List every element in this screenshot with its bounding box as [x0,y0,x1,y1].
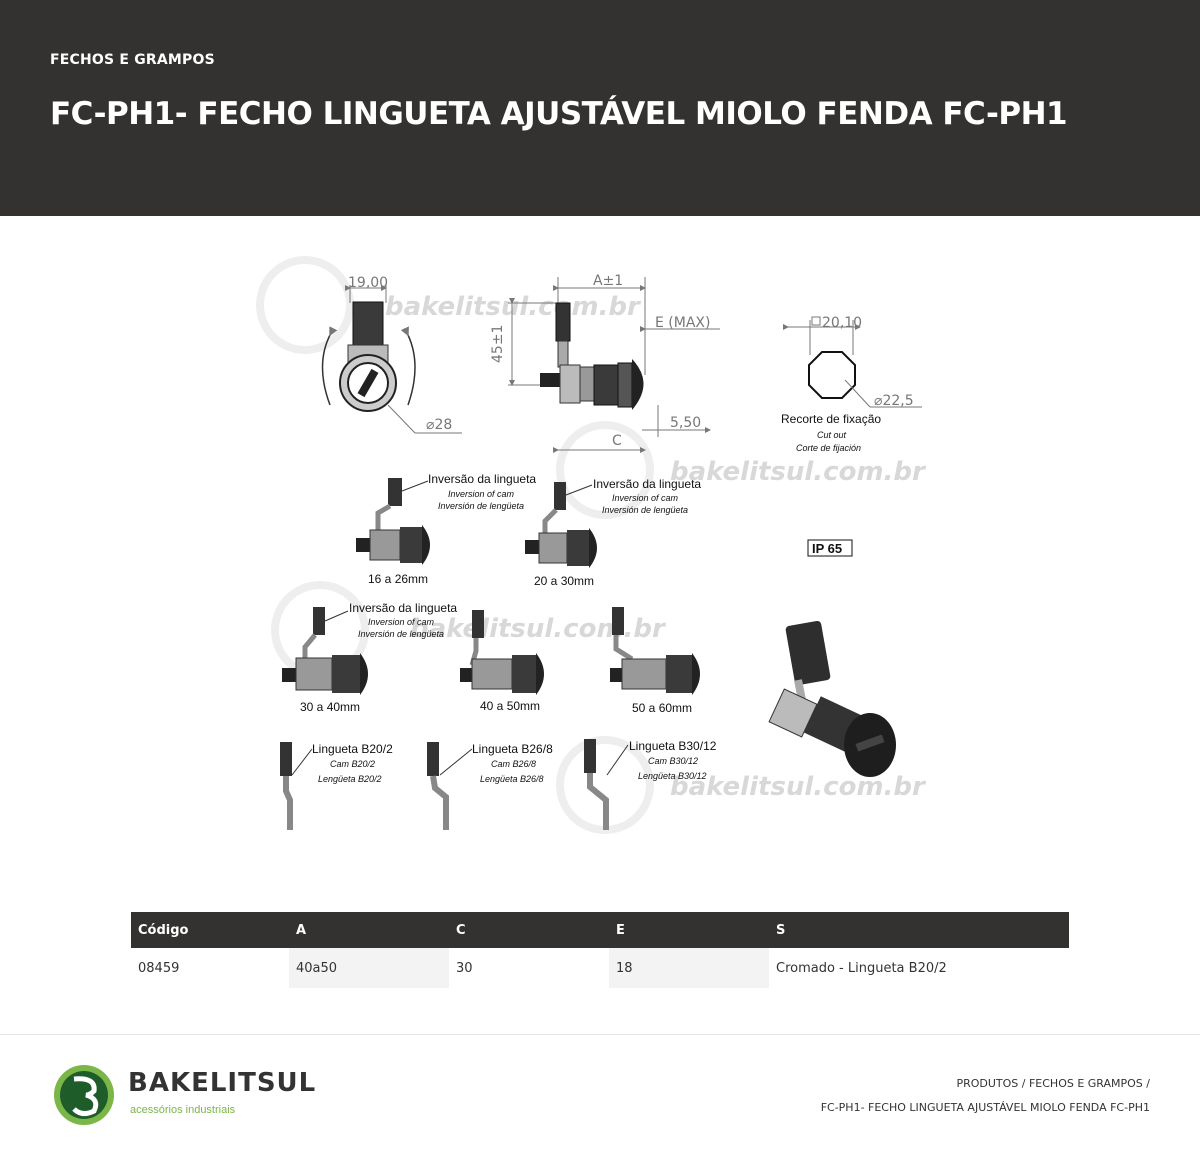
breadcrumb-separator: / [1142,1077,1150,1090]
dim-c: C [612,433,622,449]
variant-label: 40 a 50mm [480,699,540,713]
dim-225-diameter: ⌀22,5 [874,393,914,409]
front-view: 19,00 ⌀28 [321,275,462,434]
column-header: S [769,912,1069,948]
dim-550: 5,50 [670,415,701,431]
technical-drawing: bakelitsul.com.br bakelitsul.com.br bake… [250,255,950,840]
cam-label: Lingueta B20/2 [312,742,393,756]
inversion-label-es: Inversión de lengüeta [358,629,444,639]
dim-19: 19,00 [348,275,388,291]
column-header: Código [131,912,289,948]
inversion-label: Inversão da lingueta [593,477,701,491]
cam-label-en: Cam B26/8 [491,759,536,769]
column-header: A [289,912,449,948]
side-view: A±1 E (MAX) 45±1 5,50 C [490,273,720,453]
cam-b20-2: Lingueta B20/2 Cam B20/2 Lengüeta B20/2 [280,742,393,830]
dim-a: A±1 [593,273,623,289]
page-title: FC-PH1- FECHO LINGUETA AJUSTÁVEL MIOLO F… [50,96,1068,132]
variant-label: 30 a 40mm [300,700,360,714]
dim-2010: 20,10 [822,315,862,331]
variant-30-40: 30 a 40mm Inversão da lingueta Inversion… [282,601,457,714]
footer-divider [0,1034,1200,1035]
column-header: C [449,912,609,948]
ip-badge [807,539,853,557]
cam-label-es: Lengüeta B30/12 [638,771,707,781]
inversion-label-es: Inversión de lengüeta [602,505,688,515]
variant-label: 16 a 26mm [368,572,428,586]
variant-label: 20 a 30mm [534,574,594,588]
cutout-label-en: Cut out [817,430,847,440]
cam-label: Lingueta B30/12 [629,739,717,753]
variant-50-60: 50 a 60mm [610,607,700,715]
cell-e: 18 [609,948,769,988]
cam-label-en: Cam B20/2 [330,759,375,769]
ip-badge-label: IP 65 [812,541,842,556]
watermark-text: bakelitsul.com.br [410,614,667,644]
cam-label-es: Lengüeta B20/2 [318,774,382,784]
watermark-text: bakelitsul.com.br [670,772,927,802]
dim-45: 45±1 [490,325,506,363]
inversion-label: Inversão da lingueta [349,601,457,615]
cutout-label: Recorte de fixação [781,412,881,426]
spec-table: Código A C E S 08459 40a50 30 18 Cromado… [131,912,1069,988]
breadcrumb-current: FC-PH1- FECHO LINGUETA AJUSTÁVEL MIOLO F… [820,1101,1150,1114]
cell-code: 08459 [138,960,180,976]
column-header: E [609,912,769,948]
brand-tagline: acessórios industriais [130,1104,236,1116]
breadcrumb-separator: / [1018,1077,1029,1090]
breadcrumb-category-link[interactable]: FECHOS E GRAMPOS [1028,1077,1143,1090]
cam-b26-8: Lingueta B26/8 Cam B26/8 Lengüeta B26/8 [427,742,553,830]
cam-label-es: Lengüeta B26/8 [480,774,544,784]
variant-40-50: 40 a 50mm [460,610,544,713]
drawing-svg: bakelitsul.com.br bakelitsul.com.br bake… [256,256,927,834]
bakelitsul-logo-icon[interactable] [52,1063,292,1127]
inversion-label-en: Inversion of cam [612,493,679,503]
dim-28-diameter: ⌀28 [426,417,452,433]
inversion-label-es: Inversión de lengüeta [438,501,524,511]
cam-label: Lingueta B26/8 [472,742,553,756]
inversion-label: Inversão da lingueta [428,472,536,486]
cam-b30-12: Lingueta B30/12 Cam B30/12 Lengüeta B30/… [584,739,717,830]
watermark-text: bakelitsul.com.br [670,457,927,487]
cutout-label-es: Corte de fijación [796,443,861,453]
variant-20-30: 20 a 30mm Inversão da lingueta Inversion… [525,477,701,588]
product-render [768,620,896,777]
table-row: 08459 40a50 30 18 Cromado - Lingueta B20… [131,948,1069,988]
inversion-label-en: Inversion of cam [448,489,515,499]
cell-a: 40a50 [289,948,449,988]
cutout-view: 20,10 ⌀22,5 Recorte de fixação Cut out C… [781,315,922,453]
brand-name: BAKELITSUL [128,1068,317,1098]
page-header: FECHOS E GRAMPOS FC-PH1- FECHO LINGUETA … [0,0,1200,216]
variant-16-26: 16 a 26mm Inversão da lingueta Inversion… [356,472,536,586]
cam-label-en: Cam B30/12 [648,756,698,766]
table-header-row: Código A C E S [131,912,1069,948]
inversion-label-en: Inversion of cam [368,617,435,627]
category-label[interactable]: FECHOS E GRAMPOS [50,52,215,68]
breadcrumb: PRODUTOS / FECHOS E GRAMPOS / [956,1077,1150,1090]
dim-e: E (MAX) [655,315,710,331]
watermark-text: bakelitsul.com.br [385,292,642,322]
cell-c: 30 [456,960,473,976]
cell-s: Cromado - Lingueta B20/2 [776,960,947,976]
breadcrumb-products-link[interactable]: PRODUTOS [956,1077,1019,1090]
variant-label: 50 a 60mm [632,701,692,715]
